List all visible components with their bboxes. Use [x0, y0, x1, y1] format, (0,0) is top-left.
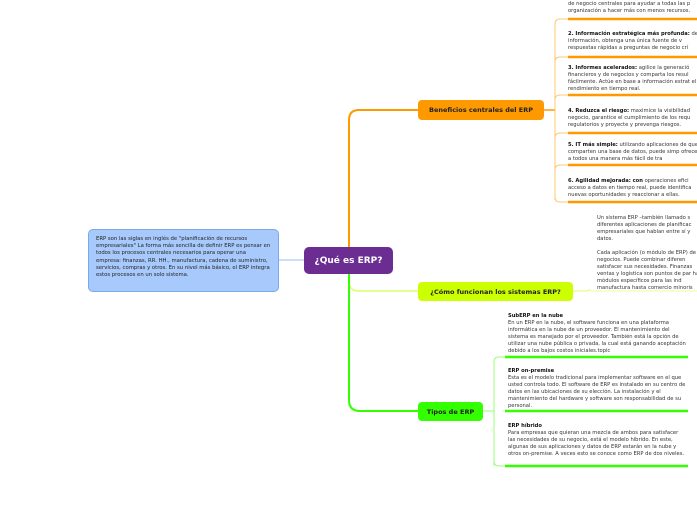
- tipo-title: ERP híbrido: [508, 423, 542, 429]
- como-note[interactable]: Un sistema ERP –también llamado s difere…: [597, 215, 697, 292]
- beneficio-item-1[interactable]: de negocio centrales para ayudar a todas…: [568, 1, 697, 15]
- tipos-bracket: [493, 356, 505, 467]
- branch-tipos-label: Tipos de ERP: [426, 407, 475, 416]
- branch-beneficios-label: Beneficios centrales del ERP: [428, 106, 533, 114]
- tipo-title: ERP on-premise: [508, 368, 555, 374]
- beneficio-item-4[interactable]: 4. Reduzca el riesgo: maximice la visibi…: [568, 108, 697, 129]
- connector-como: [348, 273, 418, 292]
- tipos-underlines: [505, 355, 688, 468]
- beneficios-bracket: [554, 18, 568, 203]
- central-label: ¿Qué es ERP?: [314, 255, 383, 266]
- beneficios-underlines: [568, 17, 697, 204]
- beneficio-item-6[interactable]: 6. Agilidad mejorada: con operaciones ef…: [568, 178, 697, 199]
- beneficio-title: 4. Reduzca el riesgo:: [568, 108, 630, 114]
- tipo-item-2[interactable]: ERP on-premise Esta es el modelo tradici…: [508, 368, 686, 410]
- central-node[interactable]: ¿Qué es ERP?: [304, 247, 393, 274]
- como-text-2: Cada aplicación (o módulo de ERP) de neg…: [597, 250, 697, 291]
- tipo-text: Esta es el modelo tradicional para imple…: [508, 375, 686, 409]
- beneficio-item-2[interactable]: 2. Información estratégica más profunda:…: [568, 31, 697, 52]
- branch-como-label: ¿Cómo funcionan los sistemas ERP?: [430, 287, 561, 296]
- tipo-item-3[interactable]: ERP híbrido Para empresas que quieran un…: [508, 423, 686, 458]
- beneficio-item-3[interactable]: 3. Informes acelerados: agilice la gener…: [568, 65, 697, 93]
- tipo-title: SubERP en la nube: [508, 313, 564, 319]
- connector-beneficios: [348, 109, 418, 247]
- beneficio-text: maximice la visibilidad negocio, garanti…: [568, 108, 691, 128]
- beneficio-text: utilizando aplicaciones de que comparten…: [568, 142, 697, 162]
- tipo-text: Para empresas que quieran una mezcla de …: [508, 430, 685, 457]
- beneficio-title: 2. Información estratégica más profunda:: [568, 31, 690, 37]
- beneficio-text: agilice la generació financieros y de ne…: [568, 65, 697, 92]
- connector-tipos: [348, 273, 418, 412]
- beneficio-text: de información, obtenga una única fuente…: [568, 31, 697, 51]
- beneficio-text: operaciones efici acceso a datos en tiem…: [568, 178, 692, 198]
- beneficio-title: 5. IT más simple:: [568, 142, 618, 148]
- description-note[interactable]: ERP son las siglas en inglés de "planifi…: [88, 229, 279, 292]
- branch-beneficios[interactable]: Beneficios centrales del ERP: [418, 100, 544, 120]
- tipo-item-1[interactable]: SubERP en la nube En un ERP en la nube, …: [508, 313, 686, 355]
- branch-tipos[interactable]: Tipos de ERP: [418, 402, 483, 421]
- como-text-1: Un sistema ERP –también llamado s difere…: [597, 215, 692, 242]
- tipo-text: En un ERP en la nube, el software funcio…: [508, 320, 686, 354]
- beneficio-title: 3. Informes acelerados:: [568, 65, 638, 71]
- beneficio-title: 6. Agilidad mejorada: con: [568, 178, 643, 184]
- beneficio-text: de negocio centrales para ayudar a todas…: [568, 1, 691, 14]
- beneficio-item-5[interactable]: 5. IT más simple: utilizando aplicacione…: [568, 142, 697, 163]
- branch-como[interactable]: ¿Cómo funcionan los sistemas ERP?: [418, 282, 573, 301]
